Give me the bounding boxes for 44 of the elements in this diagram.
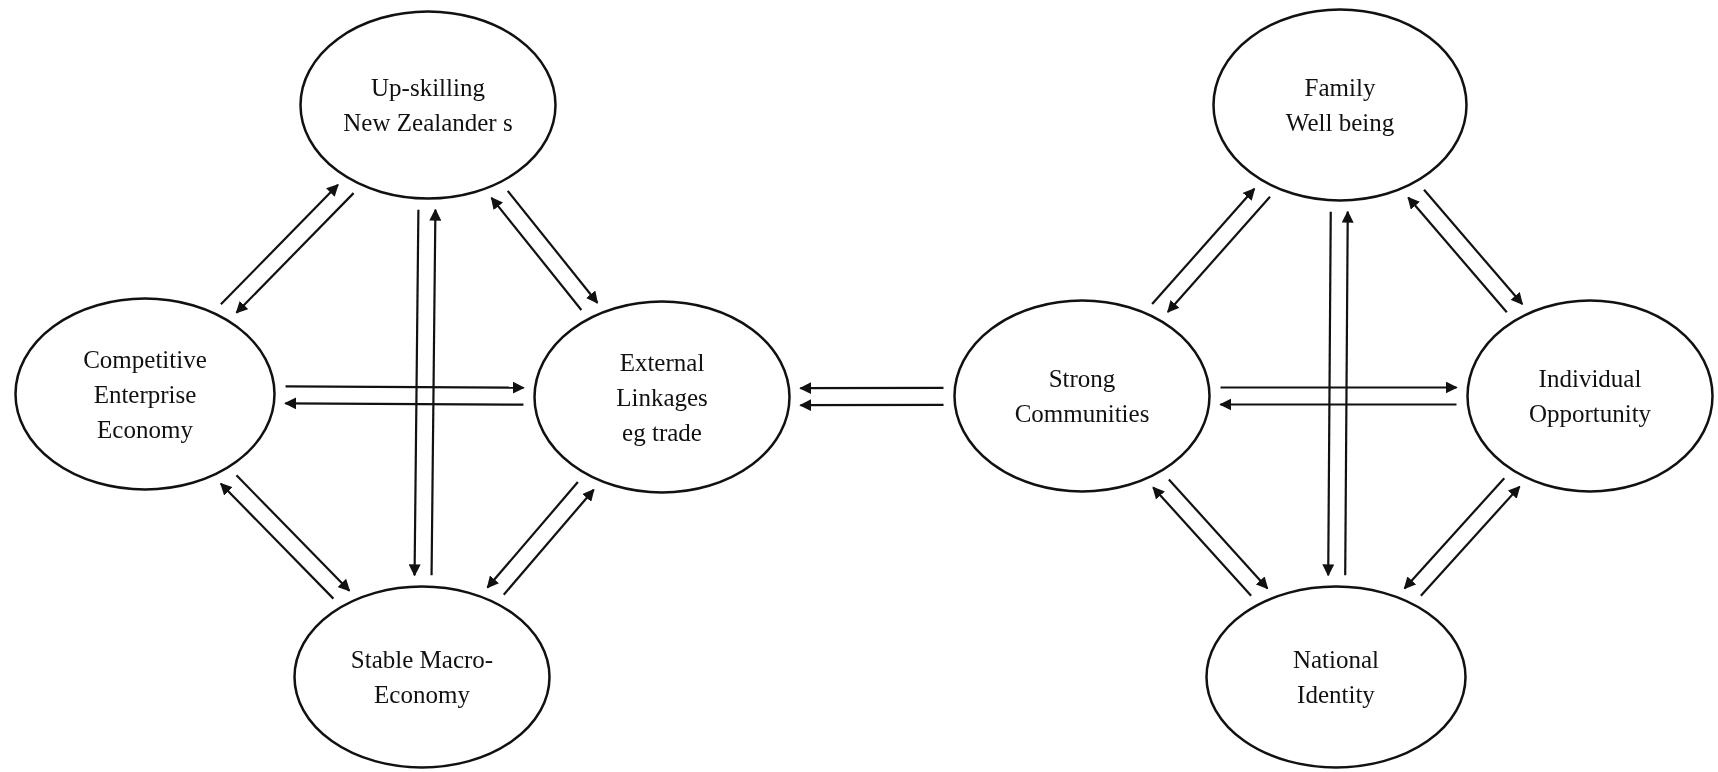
arrow [1407,196,1508,313]
node-label: Family Well being [1284,73,1396,138]
node-label: Up-skilling [370,73,486,103]
node-label: New Zealander s [342,108,514,138]
ellipse-node [299,10,557,200]
arrow [235,474,351,592]
ellipse-node [1466,299,1714,493]
ellipse-node [1205,585,1467,769]
arrow [502,488,595,596]
arrow [1220,381,1458,394]
node-label: Individual Opportunity [1527,364,1653,429]
arrow [429,208,442,576]
arrow [486,481,579,589]
ellipse-node [953,299,1211,493]
arrow [799,399,944,412]
arrow [1423,189,1524,305]
arrow [1168,478,1269,590]
arrow [220,183,339,306]
arrow [1167,196,1271,313]
arrow [1152,486,1252,597]
node-label: Competitive Enterprise Economy [82,344,208,445]
arrow [285,381,525,394]
node-label: Stable Macro- Economy [349,645,495,710]
ellipse-node [293,585,551,769]
ellipse-node [14,297,276,491]
arrow [220,482,335,600]
arrow [1341,210,1354,576]
ellipse-node [533,300,791,494]
arrow [490,197,583,311]
arrow [506,190,599,304]
arrow [408,209,421,577]
arrow [284,397,524,410]
arrow [1322,211,1335,577]
arrow [1219,398,1457,411]
arrow [799,382,944,395]
node-label: Strong Communities [1013,364,1151,429]
ellipse-node [1212,8,1468,202]
arrow [235,192,355,314]
node-label: External Linkages eg trade [615,347,709,448]
node-label: National [1291,645,1381,675]
arrow [1420,485,1521,597]
arrow [1403,477,1506,590]
arrow [1151,187,1256,305]
node-label: Identity [1296,680,1376,710]
